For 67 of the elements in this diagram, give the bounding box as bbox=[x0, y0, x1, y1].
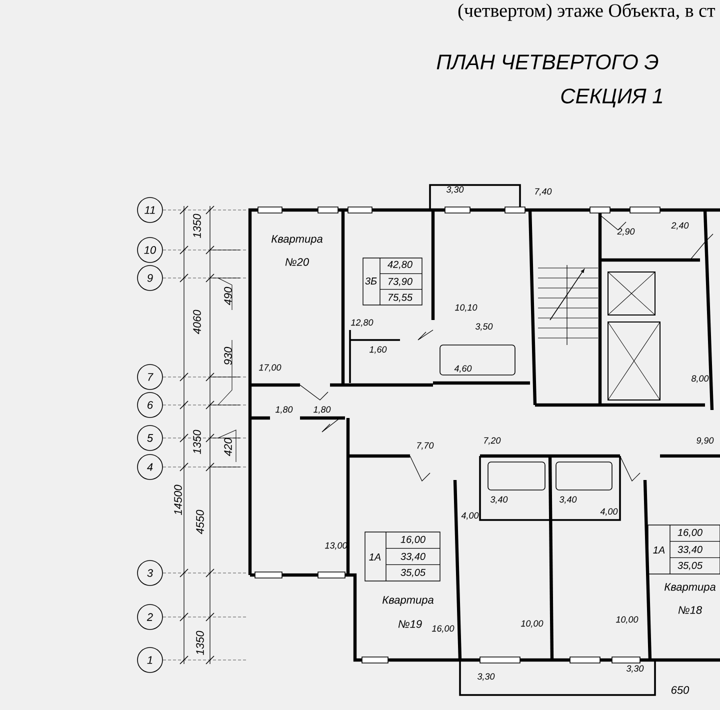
apartment-label: Квартира bbox=[664, 583, 716, 593]
axis-bubble: 11 bbox=[137, 197, 163, 223]
header-text: (четвертом) этаже Объекта, в ст bbox=[458, 3, 716, 21]
area-value: 16,00 bbox=[400, 536, 426, 544]
axis-bubble: 7 bbox=[137, 364, 163, 390]
title-text: ПЛАН ЧЕТВЕРТОГО Э bbox=[436, 54, 658, 70]
area-value: 1А bbox=[369, 554, 381, 560]
room-area: 8,00 bbox=[691, 375, 709, 383]
room-area: 2,90 bbox=[617, 228, 635, 236]
dimension-text: 490 bbox=[224, 286, 232, 306]
room-area: 13,00 bbox=[324, 542, 348, 550]
room-area: 7,40 bbox=[535, 188, 552, 196]
room-area: 4,00 bbox=[461, 512, 479, 520]
room-area: 9,90 bbox=[696, 437, 714, 445]
room-area: 3,40 bbox=[559, 496, 577, 504]
axis-bubble: 6 bbox=[137, 392, 163, 418]
area-value: 35,05 bbox=[678, 562, 703, 570]
axis-bubble: 4 bbox=[137, 454, 163, 480]
room-area: 1,80 bbox=[313, 406, 331, 414]
area-value: 3Б bbox=[365, 277, 377, 285]
apartment-label: №20 bbox=[285, 258, 309, 266]
axis-bubble: 10 bbox=[137, 237, 163, 263]
apartment-label: №18 bbox=[678, 606, 702, 614]
axis-bubble: 3 bbox=[137, 560, 163, 586]
room-area: 10,00 bbox=[520, 620, 544, 628]
room-area: 1,80 bbox=[275, 406, 293, 414]
apartment-label: Квартира bbox=[271, 235, 322, 245]
axis-bubble: 1 bbox=[137, 647, 163, 673]
room-area: 17,00 bbox=[258, 364, 282, 372]
axis-bubble: 5 bbox=[137, 425, 163, 451]
room-area: 2,40 bbox=[671, 222, 689, 230]
room-area: 16,00 bbox=[432, 625, 454, 633]
area-value: 42,80 bbox=[388, 260, 412, 270]
dimension-text: 4060 bbox=[193, 310, 201, 334]
room-area: 3,30 bbox=[626, 665, 644, 673]
dimension-text: 4550 bbox=[196, 510, 204, 534]
apartment-label: Квартира bbox=[382, 596, 434, 606]
dimension-text: 420 bbox=[224, 438, 232, 456]
area-value: 33,40 bbox=[400, 552, 426, 562]
room-area: 12,80 bbox=[350, 319, 374, 327]
area-value: 16,00 bbox=[678, 528, 702, 538]
axis-bubble: 9 bbox=[137, 265, 163, 291]
area-value: 75,55 bbox=[388, 294, 413, 302]
room-area: 3,30 bbox=[477, 673, 495, 681]
room-area: 3,40 bbox=[490, 496, 508, 504]
room-area: 7,70 bbox=[417, 442, 434, 450]
dimension-text: 1350 bbox=[193, 430, 201, 454]
room-area: 4,00 bbox=[600, 508, 618, 516]
dimension-text: 1350 bbox=[196, 630, 204, 655]
room-area: 3,30 bbox=[446, 186, 464, 194]
axis-bubble: 2 bbox=[137, 604, 163, 630]
room-area: 10,10 bbox=[454, 304, 478, 312]
area-value: 73,90 bbox=[388, 278, 412, 286]
apartment-label: №19 bbox=[398, 620, 422, 628]
dimension-text: 650 bbox=[671, 686, 690, 694]
title-text: СЕКЦИЯ 1 bbox=[561, 88, 662, 108]
room-area: 7,20 bbox=[484, 437, 501, 445]
room-area: 4,60 bbox=[454, 365, 472, 373]
room-area: 10,00 bbox=[616, 616, 638, 624]
dimension-text: 14500 bbox=[174, 484, 182, 515]
area-value: 1А bbox=[653, 546, 665, 554]
dimension-text: 930 bbox=[224, 346, 232, 365]
area-value: 33,40 bbox=[678, 546, 702, 554]
dimension-text: 1350 bbox=[193, 214, 201, 238]
room-area: 3,50 bbox=[475, 323, 493, 331]
room-area: 1,60 bbox=[369, 346, 387, 354]
area-value: 35,05 bbox=[400, 568, 426, 578]
